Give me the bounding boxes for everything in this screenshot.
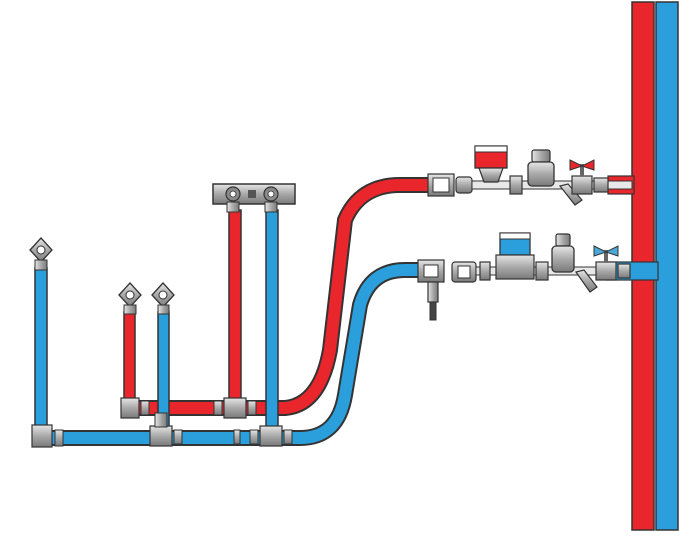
hot-filter-icon xyxy=(558,183,583,206)
hot-dropper-mixer xyxy=(228,209,242,403)
cold-pipe-main xyxy=(40,262,420,446)
tap-icon-hot-small xyxy=(118,282,142,315)
mixer-plate-icon xyxy=(212,183,296,213)
tee-fittings-icon xyxy=(31,397,293,448)
cold-dropper-left xyxy=(34,267,48,439)
hot-pressure-reducer-icon xyxy=(527,149,555,187)
tap-icon-cold-small xyxy=(151,282,175,315)
cold-filter-icon xyxy=(575,269,598,293)
drain-valve-icon xyxy=(417,259,445,321)
cold-pressure-reducer-icon xyxy=(551,233,575,273)
hot-ball-valve-icon xyxy=(569,159,609,195)
cold-dropper-mixer xyxy=(265,209,279,431)
hot-dropper-small xyxy=(123,311,136,403)
tap-icon-left xyxy=(29,237,53,271)
hot-pipe-main xyxy=(130,177,430,416)
cold-riser xyxy=(655,1,679,531)
cold-valve-assembly xyxy=(417,232,631,321)
hot-meter-icon xyxy=(474,145,508,183)
hot-valve-assembly xyxy=(427,145,633,206)
cold-dropper-small xyxy=(157,311,170,431)
cold-ball-valve-icon xyxy=(593,245,631,281)
cold-meter-icon xyxy=(495,232,535,280)
